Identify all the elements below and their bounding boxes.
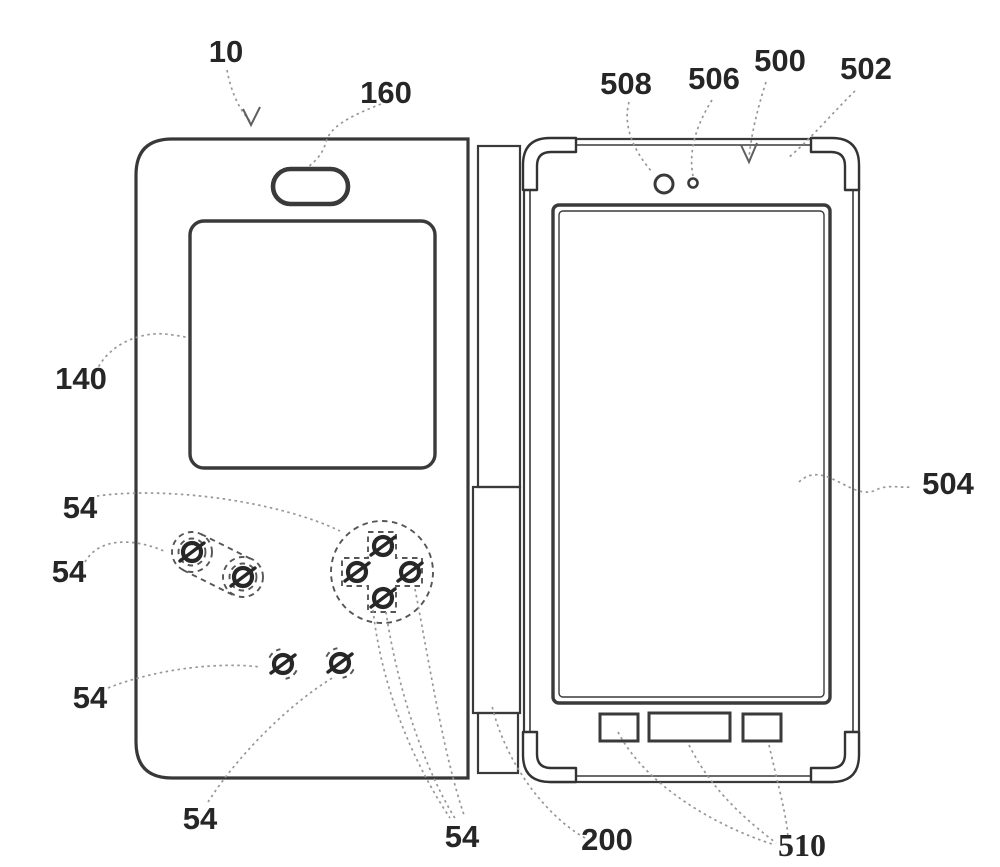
button-slash xyxy=(269,653,297,675)
button-slash xyxy=(369,587,397,609)
leader-54-small xyxy=(107,664,261,689)
case-outer-outline xyxy=(522,137,861,784)
label-200: 200 xyxy=(581,822,633,857)
label-508: 508 xyxy=(600,66,652,101)
leader-54-bottom-a xyxy=(372,609,451,819)
corner-guard-top-right xyxy=(809,136,861,192)
leader-200 xyxy=(491,705,586,839)
corner-guard-top-left xyxy=(521,136,578,192)
hinge-spine xyxy=(471,144,522,775)
leader-500 xyxy=(748,81,767,159)
phone-screen-inner xyxy=(558,210,825,698)
nav-button-right xyxy=(741,712,783,743)
button-pair-dash-outer-2 xyxy=(222,556,264,598)
leader-54-pair xyxy=(84,541,165,563)
dpad-dash-cross xyxy=(341,531,423,613)
label-506: 506 xyxy=(688,61,740,96)
leader-54-bottom-b xyxy=(385,611,457,821)
button-slash xyxy=(178,541,206,563)
label-502: 502 xyxy=(840,51,892,86)
front-camera xyxy=(653,173,675,195)
phone-assembly xyxy=(521,136,861,784)
hinge-slot-middle xyxy=(471,485,522,715)
leader-510-a xyxy=(617,731,773,845)
label-54-small: 54 xyxy=(73,680,108,715)
dpad-button-up xyxy=(369,534,397,558)
button-pair-dash-outer-1 xyxy=(171,531,213,573)
dpad-dash-circle xyxy=(330,520,434,624)
label-510: 510 xyxy=(778,827,826,863)
cover-game-buttons xyxy=(171,520,434,680)
leader-502 xyxy=(787,90,856,159)
phone-body-outline xyxy=(529,144,854,777)
cover-flap xyxy=(134,137,470,780)
illuminance-sensor xyxy=(687,177,699,189)
cover-outline xyxy=(134,137,470,780)
corner-guard-bottom-left xyxy=(521,730,578,784)
arrowhead-500 xyxy=(740,142,758,165)
leader-54-dpad xyxy=(96,492,341,532)
dpad-button-left xyxy=(343,560,371,584)
button-slash xyxy=(326,652,354,674)
leader-lines xyxy=(84,69,911,845)
small-button-dash-1b xyxy=(285,669,298,680)
hinge-block-bottom xyxy=(476,711,520,775)
label-504: 504 xyxy=(922,466,974,501)
button-pair-2 xyxy=(229,565,257,589)
small-button-dash-2a xyxy=(325,647,338,658)
button-slash xyxy=(343,561,371,583)
leader-510-b xyxy=(688,744,777,844)
dpad-button-right xyxy=(396,560,424,584)
hinge-slot-top xyxy=(476,144,522,489)
label-54-pair: 54 xyxy=(52,554,87,589)
small-button-2 xyxy=(326,651,354,675)
leader-54-bottom-c xyxy=(414,588,465,816)
label-160: 160 xyxy=(360,75,412,110)
label-10: 10 xyxy=(209,34,243,69)
small-button-dash-1a xyxy=(268,648,281,659)
label-500: 500 xyxy=(754,43,806,78)
phone-screen xyxy=(551,203,832,705)
button-pair-dash-inner-1 xyxy=(177,537,207,567)
button-slash xyxy=(396,561,424,583)
leader-504 xyxy=(798,474,911,493)
leader-160 xyxy=(306,103,382,169)
leader-54-small2 xyxy=(207,676,335,803)
small-button-dash-2b xyxy=(342,668,355,679)
label-140: 140 xyxy=(55,361,107,396)
button-slash xyxy=(229,566,257,588)
label-54-bottom: 54 xyxy=(445,819,480,854)
leader-10 xyxy=(226,69,251,122)
button-pair-1 xyxy=(178,540,206,564)
label-54-dpad: 54 xyxy=(63,490,98,525)
nav-button-middle xyxy=(647,711,732,743)
leader-140 xyxy=(95,332,190,373)
label-54-small2: 54 xyxy=(183,801,218,836)
leader-506 xyxy=(690,99,713,177)
button-pair-tangent-upper xyxy=(200,533,252,560)
leader-508 xyxy=(626,101,654,174)
dpad-button-down xyxy=(369,586,397,610)
reference-labels: 10 160 508 506 500 502 140 54 54 54 54 5… xyxy=(52,34,975,863)
cover-window xyxy=(188,219,437,470)
corner-guard-bottom-right xyxy=(809,730,861,784)
arrowhead-10 xyxy=(242,106,261,128)
speaker-opening xyxy=(270,166,351,207)
leader-510-c xyxy=(768,744,789,839)
nav-button-left xyxy=(598,712,640,743)
button-pair-tangent-lower xyxy=(182,569,234,596)
button-pair-dash-inner-2 xyxy=(228,562,258,592)
small-button-1 xyxy=(269,652,297,676)
button-slash xyxy=(369,535,397,557)
